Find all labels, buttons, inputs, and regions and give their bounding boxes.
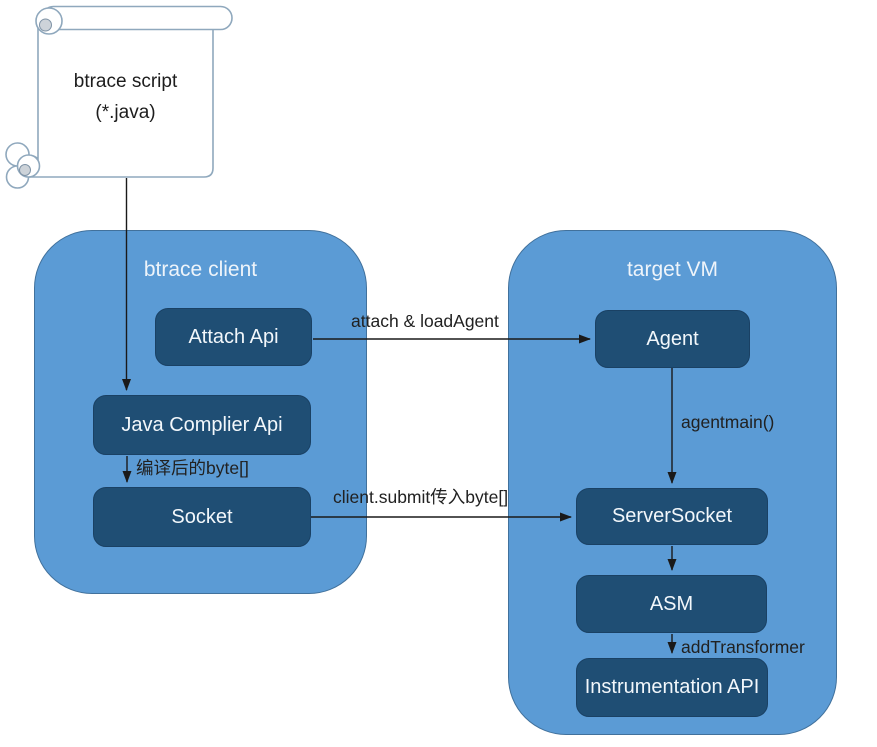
attach-api-label: Attach Api (188, 325, 279, 348)
edge-label-attach-loadagent: attach & loadAgent (351, 311, 499, 331)
socket-label: Socket (171, 505, 233, 528)
edge-label-client-submit: client.submit传入byte[] (333, 487, 509, 507)
instrumentation-api-label: Instrumentation API (584, 676, 760, 699)
serversocket-label: ServerSocket (611, 505, 733, 528)
btrace-client-title: btrace client (143, 258, 258, 281)
btrace-script-line2: (*.java) (95, 102, 156, 123)
serversocket-box: ServerSocket (576, 488, 768, 545)
attach-api-box: Attach Api (155, 308, 312, 366)
instrumentation-api-box: Instrumentation API (576, 658, 768, 717)
agent-label: Agent (646, 327, 699, 350)
java-complier-api-label: Java Complier Api (121, 413, 283, 436)
socket-box: Socket (93, 487, 311, 547)
scroll-shape-icon (5, 5, 233, 189)
edge-label-agentmain: agentmain() (681, 412, 775, 432)
edge-label-compiled-bytes: 编译后的byte[] (136, 458, 249, 478)
btrace-script-line1: btrace script (73, 71, 178, 92)
asm-label: ASM (649, 592, 694, 615)
java-complier-api-box: Java Complier Api (93, 395, 311, 455)
btrace-script-node-label: btrace script (*.java) (38, 66, 213, 128)
target-vm-title: target VM (626, 258, 719, 281)
agent-box: Agent (595, 310, 750, 368)
edge-label-add-transformer: addTransformer (681, 637, 805, 657)
asm-box: ASM (576, 575, 767, 633)
